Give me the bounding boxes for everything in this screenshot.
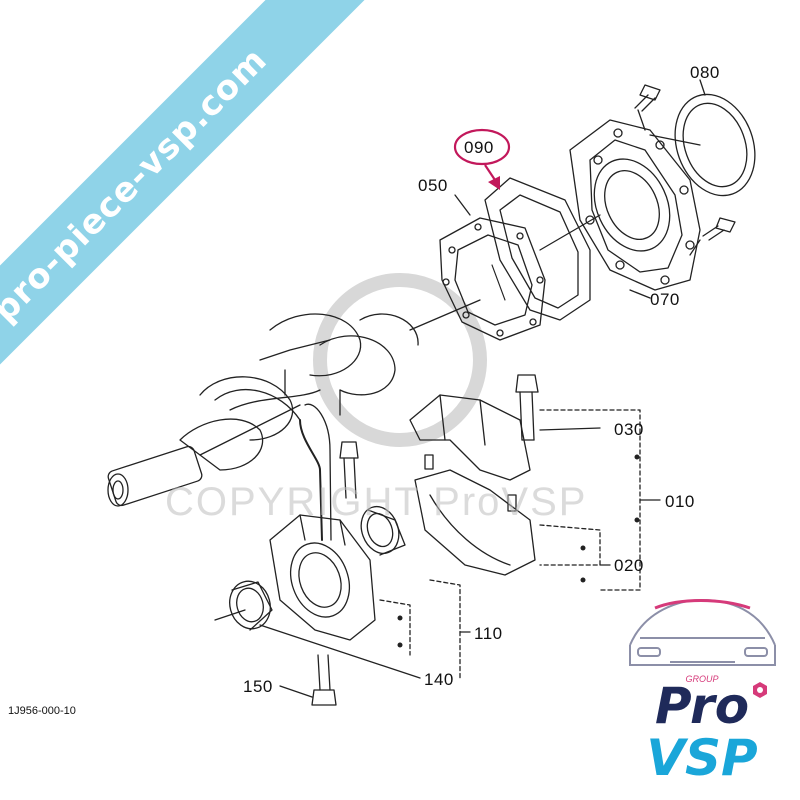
- label-part-030: 030: [614, 420, 644, 439]
- highlight-090: [453, 128, 511, 190]
- label-part-090: 090: [464, 138, 494, 157]
- assembly-bracket-lines: [379, 409, 641, 681]
- label-part-070: 070: [650, 290, 680, 309]
- label-part-140: 140: [424, 670, 454, 689]
- logo-vsp-text: VSP: [646, 729, 757, 787]
- leader-lines: [454, 79, 706, 633]
- part-140-bushing: [214, 580, 421, 679]
- provsp-logo: GROUP Pro VSP: [629, 598, 776, 787]
- logo-group-text: GROUP: [685, 674, 718, 684]
- part-090-gasket: [484, 177, 591, 321]
- part-110-bearing-case: [269, 514, 376, 641]
- part-010-bearing-case-upper: [409, 394, 531, 481]
- car-roof-accent: [654, 599, 751, 610]
- watermark-copyright-circle: [313, 273, 487, 447]
- housing-bolt-upper: [634, 84, 661, 131]
- label-part-150: 150: [243, 677, 273, 696]
- label-part-010: 010: [665, 492, 695, 511]
- label-part-020: 020: [614, 556, 644, 575]
- bracket-dots: [397, 454, 640, 648]
- part-150-bolt: [279, 654, 337, 706]
- part-050-gasket: [409, 217, 546, 341]
- part-010-bearing-case-lower: [414, 469, 536, 576]
- label-part-050: 050: [418, 176, 448, 195]
- logo-pro-text: Pro: [655, 677, 749, 735]
- label-part-080: 080: [690, 63, 720, 82]
- label-part-110: 110: [474, 624, 503, 643]
- part-030-bolt: [515, 374, 539, 441]
- housing-bolt-lower: [689, 217, 736, 256]
- copyright-watermark: COPYRIGHT ProVSP: [165, 480, 588, 524]
- diagram-reference-code: 1J956-000-10: [8, 705, 76, 717]
- bearing-bushing: [360, 505, 406, 556]
- car-silhouette-icon: [629, 598, 776, 666]
- crankshaft: [107, 313, 419, 541]
- part-070-housing: [539, 119, 701, 291]
- center-bearing-bolt: [339, 441, 359, 499]
- part-080-oil-seal: [649, 93, 756, 197]
